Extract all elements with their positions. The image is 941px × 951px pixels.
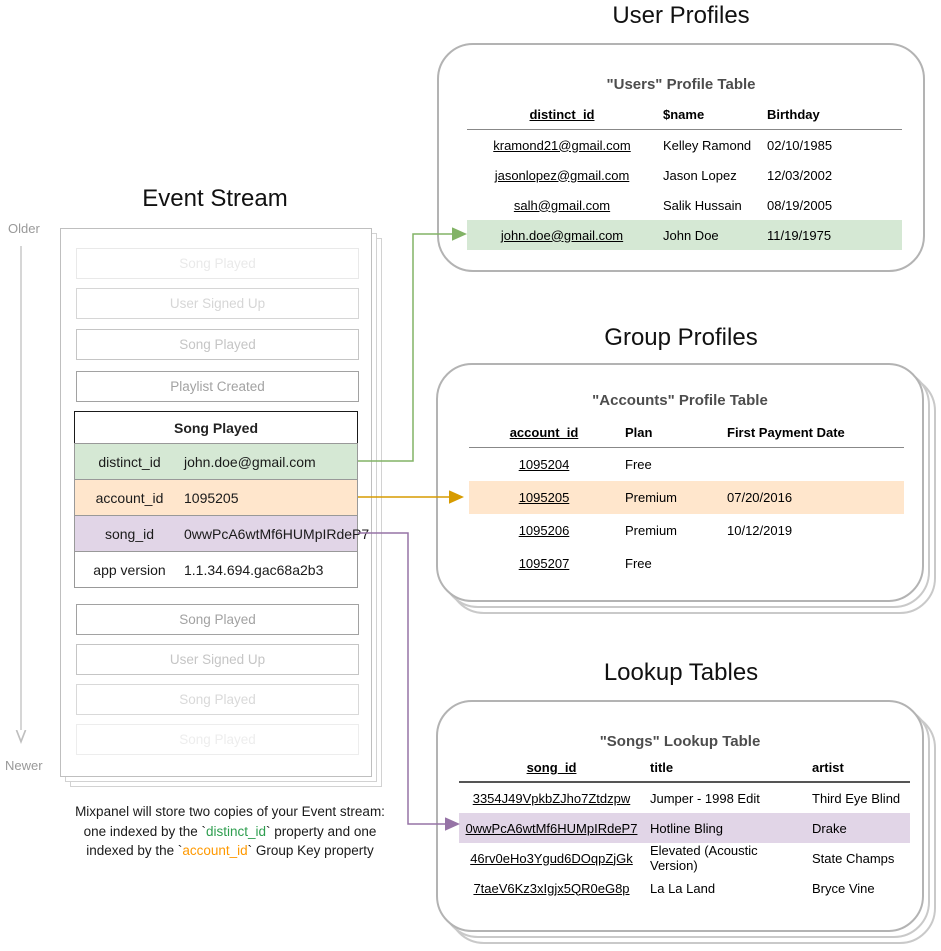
table-row: 7taeV6Kz3xIgjx5QR0eG8p La La Land Bryce … bbox=[473, 880, 875, 896]
users-table: distinct_id $name Birthday kramond21@gma… bbox=[467, 100, 902, 250]
users-profile-card: "Users" Profile Table distinct_id $name … bbox=[437, 43, 925, 272]
users-table-title: "Users" Profile Table bbox=[606, 76, 756, 93]
active-event-card: Song Played distinct_id john.doe@gmail.c… bbox=[74, 411, 369, 588]
caption-account-id: account_id bbox=[182, 843, 248, 858]
caption-distinct-id: distinct_id bbox=[205, 823, 267, 839]
event-property-row-app-version: app version 1.1.34.694.gac68a2b3 bbox=[74, 551, 358, 588]
lookup-tables-title: Lookup Tables bbox=[603, 659, 759, 686]
footnote-caption: Mixpanel will store two copies of your E… bbox=[75, 804, 385, 858]
event-box-faded: User Signed Up bbox=[76, 288, 359, 319]
property-value: john.doe@gmail.com bbox=[184, 453, 316, 470]
songs-table-title: "Songs" Lookup Table bbox=[599, 733, 761, 750]
property-value: 1.1.34.694.gac68a2b3 bbox=[184, 561, 324, 578]
event-property-row-song-id: song_id 0wwPcA6wtMf6HUMpIRdeP7 bbox=[74, 515, 369, 552]
accounts-profile-card: "Accounts" Profile Table account_id Plan… bbox=[436, 363, 924, 602]
event-stream-container: Song Played User Signed Up Song Played P… bbox=[60, 228, 372, 777]
group-profiles-title: Group Profiles bbox=[604, 324, 758, 351]
property-key: song_id bbox=[104, 525, 155, 542]
event-property-row-distinct-id: distinct_id john.doe@gmail.com bbox=[74, 443, 358, 480]
table-row: salh@gmail.com Salik Hussain 08/19/2005 bbox=[513, 197, 833, 213]
property-key: account_id bbox=[95, 489, 164, 506]
event-stream-title: Event Stream bbox=[142, 185, 288, 212]
table-row: 1095206 Premium 10/12/2019 bbox=[518, 523, 793, 538]
event-property-row-account-id: account_id 1095205 bbox=[74, 479, 358, 516]
accounts-table-header: account_id Plan First Payment Date bbox=[469, 417, 904, 448]
table-row: jasonlopez@gmail.com Jason Lopez 12/03/2… bbox=[494, 167, 833, 183]
property-value: 0wwPcA6wtMf6HUMpIRdeP7 bbox=[184, 525, 370, 542]
accounts-table-title: "Accounts" Profile Table bbox=[592, 392, 768, 409]
table-row: 46rv0eHo3Ygud6DOqpZjGk Elevated (Acousti… bbox=[470, 843, 895, 873]
newer-label: Newer bbox=[5, 758, 43, 773]
event-box-faded: Song Played bbox=[76, 329, 359, 360]
table-row: kramond21@gmail.com Kelley Ramond 02/10/… bbox=[493, 137, 833, 153]
table-row: 1095204 Free bbox=[518, 457, 652, 472]
accounts-table: account_id Plan First Payment Date 10952… bbox=[469, 417, 904, 580]
users-table-header: distinct_id $name Birthday bbox=[467, 100, 902, 130]
property-key: distinct_id bbox=[98, 453, 161, 470]
user-profiles-title: User Profiles bbox=[612, 2, 750, 29]
table-row: 1095207 Free bbox=[518, 556, 652, 571]
older-label: Older bbox=[8, 221, 40, 236]
table-row-highlighted: 0wwPcA6wtMf6HUMpIRdeP7 Hotline Bling Dra… bbox=[459, 813, 910, 843]
active-event-title: Song Played bbox=[74, 411, 358, 444]
property-value: 1095205 bbox=[184, 489, 239, 506]
event-box-faded: Song Played bbox=[76, 604, 359, 635]
songs-table: song_id title artist 3354J49VpkbZJho7Ztd… bbox=[459, 753, 910, 903]
caption-line1: Mixpanel will store two copies of your E… bbox=[75, 804, 385, 819]
table-row-highlighted: 1095205 Premium 07/20/2016 bbox=[469, 481, 904, 514]
songs-table-header: song_id title artist bbox=[459, 753, 910, 783]
event-box-faded: Playlist Created bbox=[76, 371, 359, 402]
event-box-faded: Song Played bbox=[76, 724, 359, 755]
songs-lookup-card: "Songs" Lookup Table song_id title artis… bbox=[436, 700, 924, 932]
property-key: app version bbox=[93, 561, 166, 578]
event-box-faded: Song Played bbox=[76, 684, 359, 715]
event-box-faded: User Signed Up bbox=[76, 644, 359, 675]
table-row: 3354J49VpkbZJho7Ztdzpw Jumper - 1998 Edi… bbox=[472, 790, 901, 806]
event-box-faded: Song Played bbox=[76, 248, 359, 279]
table-row-highlighted: john.doe@gmail.com John Doe 11/19/1975 bbox=[467, 220, 902, 250]
